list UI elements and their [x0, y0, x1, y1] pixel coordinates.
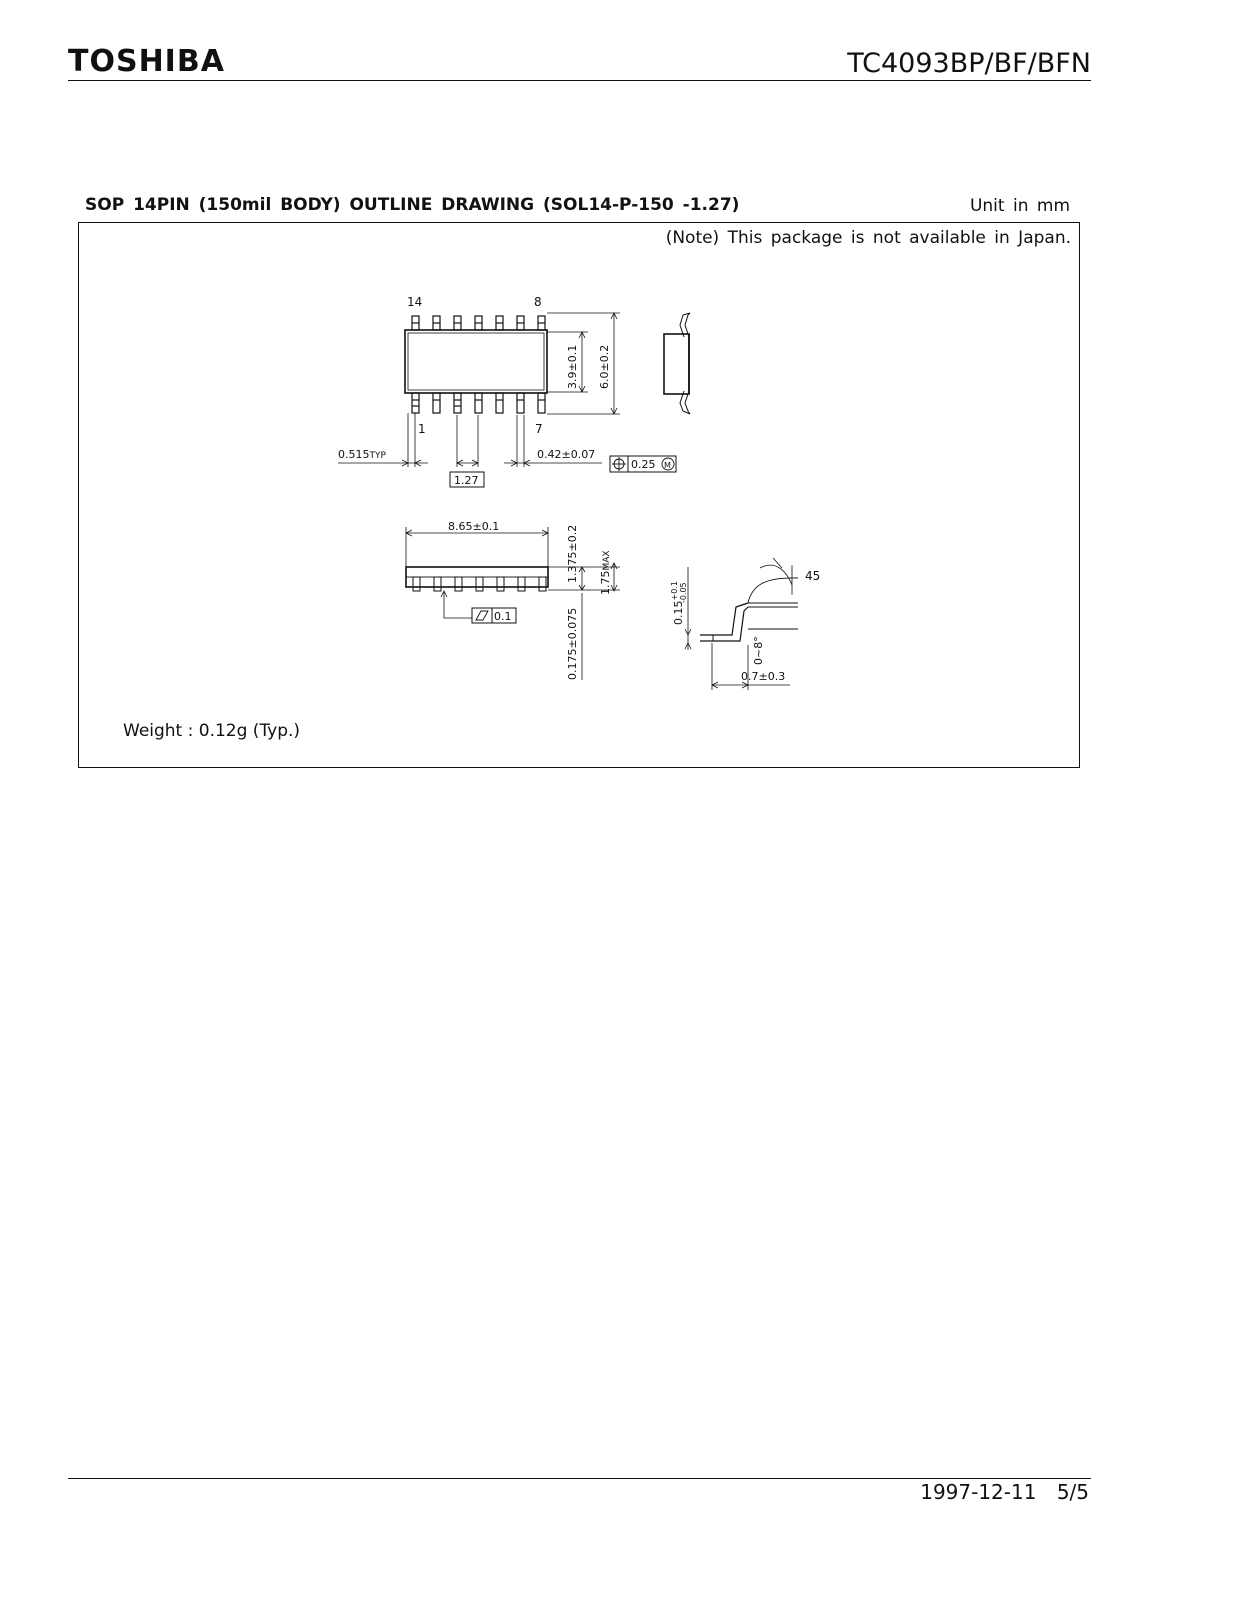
- svg-text:1.75MAX: 1.75MAX: [599, 550, 612, 595]
- package-note: (Note) This package is not available in …: [665, 228, 1071, 248]
- unit-label: Unit in mm: [969, 196, 1070, 216]
- bottom-leads: [411, 392, 546, 414]
- dim-body-width: 3.9±0.1: [566, 345, 579, 389]
- dim-standoff: 0.175±0.075: [566, 608, 579, 680]
- drawing-frame: [78, 222, 1080, 768]
- outline-drawing: 14 8 1 7 3.9±0.1 6.0±0.2 0.515TYP 1.27 0…: [338, 295, 820, 690]
- tol-position-modifier: M: [664, 461, 671, 470]
- dim-lead-offset: 0.515: [338, 448, 370, 461]
- dim-lead-width: 0.42±0.07: [537, 448, 595, 461]
- dim-max-height: 1.75: [599, 571, 612, 596]
- toshiba-logo: TOSHIBA: [68, 44, 225, 79]
- lead-detail: [684, 557, 799, 690]
- pin-7-label: 7: [535, 422, 543, 436]
- top-leads: [411, 315, 546, 331]
- header-rule: [68, 80, 1091, 81]
- dim-lead-offset-suffix: TYP: [369, 451, 387, 461]
- footer-rule: [68, 1478, 1091, 1479]
- dim-angle: 45°: [805, 569, 820, 583]
- footer: 1997-12-11 5/5: [920, 1480, 1089, 1504]
- dim-foot-length: 0.7±0.3: [741, 670, 785, 683]
- dim-lead-thickness-tol-plus: +0.1: [670, 581, 679, 600]
- dim-body-length: 8.65±0.1: [448, 520, 499, 533]
- dim-pitch: 1.27: [454, 474, 479, 487]
- side-view: [405, 527, 620, 680]
- pin-1-label: 1: [418, 422, 426, 436]
- dim-max-height-suffix: MAX: [602, 550, 612, 570]
- dim-foot-angle: 0~8°: [752, 636, 765, 665]
- footer-date: 1997-12-11: [920, 1480, 1037, 1504]
- end-view: [663, 312, 691, 415]
- dim-total-width: 6.0±0.2: [598, 345, 611, 389]
- weight-label: Weight : 0.12g (Typ.): [123, 721, 301, 741]
- tol-flatness: 0.1: [494, 610, 512, 623]
- tol-position: 0.25: [631, 458, 656, 471]
- dim-lead-thickness: 0.15: [672, 601, 685, 626]
- top-view: [338, 312, 677, 488]
- part-number: TC4093BP/BF/BFN: [847, 48, 1091, 79]
- svg-text:0.515TYP: 0.515TYP: [338, 448, 386, 461]
- pin-8-label: 8: [534, 295, 542, 309]
- pin-14-label: 14: [407, 295, 422, 309]
- svg-text:0.15+0.1-0.05: 0.15+0.1-0.05: [670, 581, 688, 625]
- section-title: SOP 14PIN (150mil BODY) OUTLINE DRAWING …: [85, 195, 740, 215]
- dim-lead-thickness-tol-minus: -0.05: [679, 582, 688, 603]
- dim-body-height: 1.375±0.2: [566, 525, 579, 583]
- footer-page: 5/5: [1056, 1480, 1089, 1504]
